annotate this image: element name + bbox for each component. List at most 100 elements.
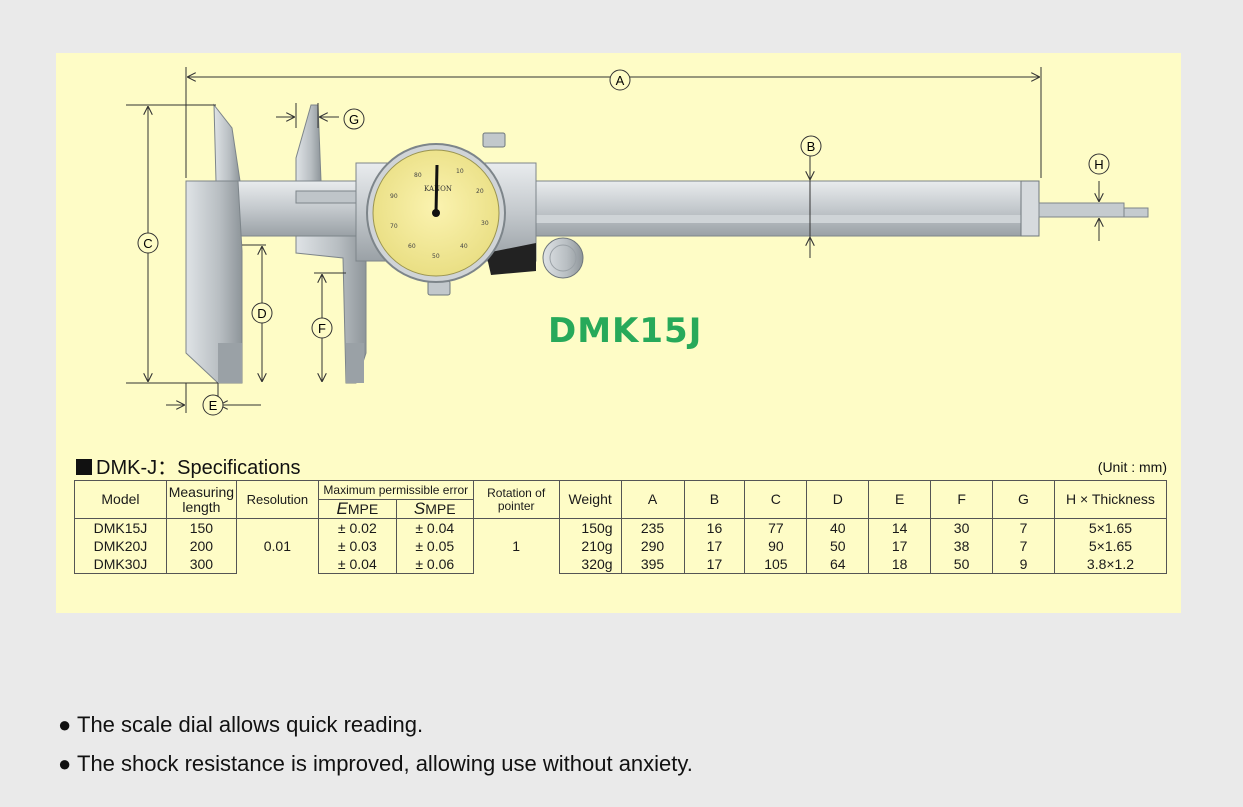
cell-h: 3.8×1.2 bbox=[1053, 555, 1168, 574]
cell-c: 77 bbox=[744, 518, 808, 537]
cell-length: 150 bbox=[165, 518, 237, 537]
dimension-label-a: A bbox=[609, 69, 631, 91]
svg-text:30: 30 bbox=[481, 220, 489, 227]
cell-h: 5×1.65 bbox=[1053, 537, 1168, 555]
cell-g: 7 bbox=[992, 518, 1055, 537]
svg-text:A: A bbox=[616, 73, 625, 88]
header-weight: Weight bbox=[558, 480, 622, 519]
svg-text:C: C bbox=[143, 236, 152, 251]
fixed-jaw bbox=[185, 103, 243, 384]
svg-text:40: 40 bbox=[460, 243, 468, 250]
cell-length: 200 bbox=[165, 537, 237, 555]
feature-item: ● The scale dial allows quick reading. bbox=[58, 712, 424, 737]
svg-text:10: 10 bbox=[456, 168, 464, 175]
cell-d: 50 bbox=[806, 537, 870, 555]
dimension-label-d: D bbox=[251, 302, 273, 324]
square-bullet-icon bbox=[76, 459, 92, 475]
svg-text:80: 80 bbox=[414, 172, 422, 179]
cell-length: 300 bbox=[165, 555, 237, 574]
cell-smpe: ± 0.05 bbox=[395, 537, 474, 555]
svg-text:D: D bbox=[257, 306, 266, 321]
dimension-lines bbox=[126, 67, 1099, 413]
header-d: D bbox=[806, 480, 870, 519]
dial-gauge: 80 10 20 30 40 50 60 70 90 KANON bbox=[366, 132, 506, 296]
svg-text:60: 60 bbox=[408, 243, 416, 250]
header-f: F bbox=[930, 480, 994, 519]
cell-e: 17 bbox=[868, 537, 932, 555]
svg-text:20: 20 bbox=[476, 188, 484, 195]
cell-weight: 150g bbox=[558, 518, 622, 537]
header-max-permissible-error: Maximum permissible error bbox=[317, 480, 474, 500]
spec-heading: DMK-J：Specifications bbox=[76, 451, 301, 480]
spec-heading-text: DMK-J：Specifications bbox=[96, 457, 301, 479]
cell-rotation: 1 bbox=[472, 518, 560, 574]
header-a: A bbox=[620, 480, 685, 519]
table-row: DMK15J 150 0.01 ± 0.02 ± 0.04 1 150g 235… bbox=[74, 518, 1168, 574]
dimension-label-c: C bbox=[137, 232, 159, 254]
cell-f: 38 bbox=[930, 537, 994, 555]
cell-smpe: ± 0.06 bbox=[395, 555, 474, 574]
cell-h: 5×1.65 bbox=[1053, 518, 1168, 537]
cell-weight: 210g bbox=[558, 537, 622, 555]
table-subheader-row: EMPE SMPE bbox=[75, 499, 1167, 519]
dimension-label-b: B bbox=[800, 135, 822, 157]
cell-a: 290 bbox=[620, 537, 685, 555]
header-resolution: Resolution bbox=[235, 480, 319, 519]
product-panel: 80 10 20 30 40 50 60 70 90 KANON bbox=[56, 53, 1181, 613]
feature-item: ● The shock resistance is improved, allo… bbox=[58, 751, 693, 776]
dimension-label-e: E bbox=[202, 394, 224, 416]
header-b: B bbox=[683, 480, 746, 519]
cell-d: 40 bbox=[806, 518, 870, 537]
header-e: E bbox=[868, 480, 932, 519]
feature-list: ● The scale dial allows quick reading. ●… bbox=[58, 710, 693, 788]
svg-text:F: F bbox=[318, 321, 326, 336]
cell-b: 17 bbox=[683, 537, 746, 555]
svg-text:70: 70 bbox=[390, 223, 398, 230]
model-title: DMK15J bbox=[548, 311, 703, 351]
svg-text:E: E bbox=[209, 398, 218, 413]
cell-c: 90 bbox=[744, 537, 808, 555]
header-h-thickness: H × Thickness bbox=[1053, 480, 1168, 519]
unit-label: (Unit : mm) bbox=[1097, 459, 1167, 475]
dimension-label-h: H bbox=[1088, 153, 1110, 175]
cell-e: 14 bbox=[868, 518, 932, 537]
cell-f: 50 bbox=[930, 555, 994, 574]
cell-model: DMK30J bbox=[74, 555, 167, 574]
cell-weight: 320g bbox=[558, 555, 622, 574]
cell-b: 16 bbox=[683, 518, 746, 537]
cell-f: 30 bbox=[930, 518, 994, 537]
header-c: C bbox=[744, 480, 808, 519]
cell-c: 105 bbox=[744, 555, 808, 574]
cell-empe: ± 0.03 bbox=[317, 537, 397, 555]
svg-text:B: B bbox=[807, 139, 816, 154]
thumb-roller bbox=[542, 237, 584, 279]
header-empe: EMPE bbox=[317, 499, 397, 519]
cell-empe: ± 0.02 bbox=[317, 518, 397, 537]
cell-g: 7 bbox=[992, 537, 1055, 555]
cell-model: DMK20J bbox=[74, 537, 167, 555]
table-row: DMK20J 200 ± 0.03 ± 0.05 210g 290 17 90 … bbox=[74, 537, 1168, 555]
svg-text:G: G bbox=[349, 112, 359, 127]
cell-smpe: ± 0.04 bbox=[395, 518, 474, 537]
cell-resolution: 0.01 bbox=[235, 518, 319, 574]
cell-empe: ± 0.04 bbox=[317, 555, 397, 574]
svg-text:H: H bbox=[1094, 157, 1103, 172]
dimension-label-f: F bbox=[311, 317, 333, 339]
cell-e: 18 bbox=[868, 555, 932, 574]
caliper-diagram: 80 10 20 30 40 50 60 70 90 KANON bbox=[126, 67, 1149, 416]
cell-g: 9 bbox=[992, 555, 1055, 574]
cell-b: 17 bbox=[683, 555, 746, 574]
svg-text:90: 90 bbox=[390, 193, 398, 200]
cell-model: DMK15J bbox=[74, 518, 167, 537]
caliper-beam bbox=[185, 180, 1149, 237]
table-row: DMK30J 300 ± 0.04 ± 0.06 320g 395 17 105… bbox=[74, 555, 1168, 574]
header-g: G bbox=[992, 480, 1055, 519]
header-smpe: SMPE bbox=[395, 499, 474, 519]
cell-d: 64 bbox=[806, 555, 870, 574]
cell-a: 235 bbox=[620, 518, 685, 537]
dimension-label-g: G bbox=[343, 108, 365, 130]
